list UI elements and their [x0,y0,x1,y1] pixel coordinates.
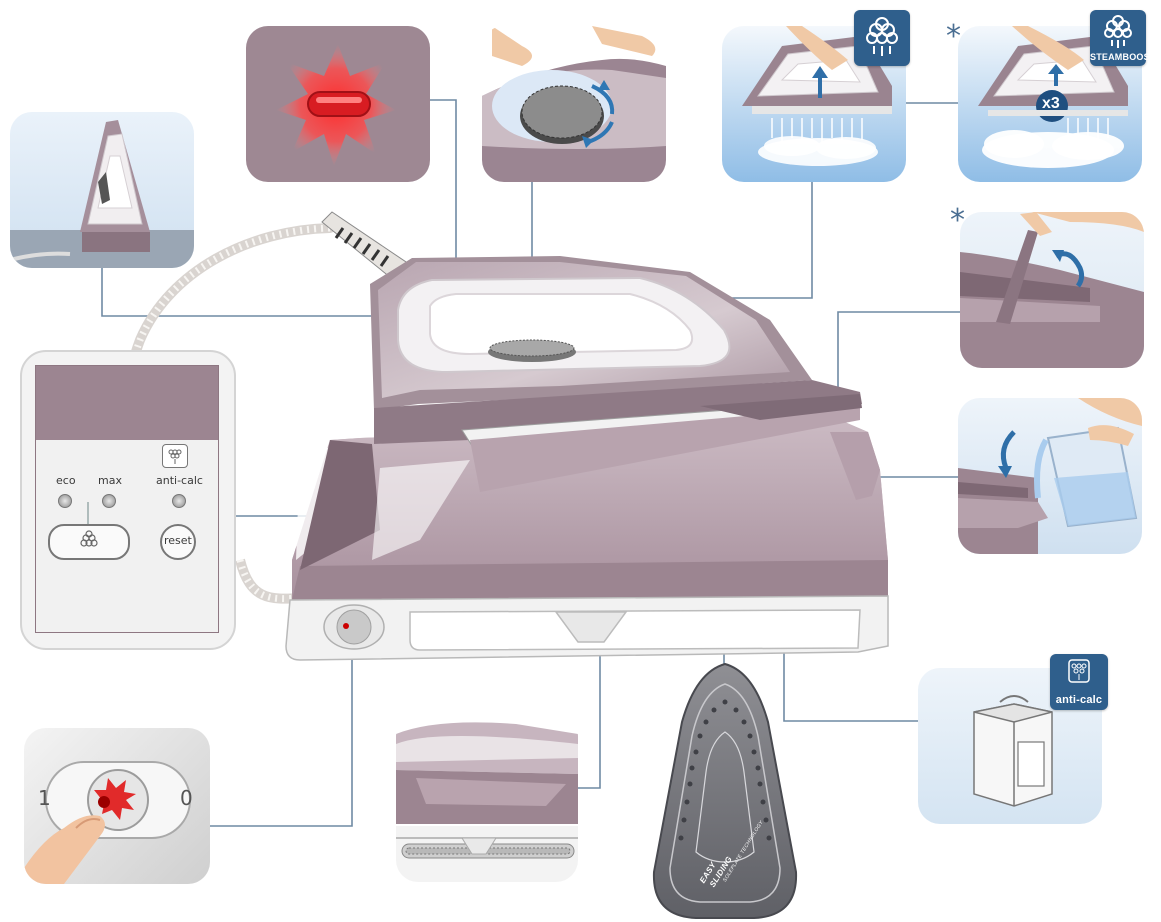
switch-on-label: 1 [38,786,51,810]
panel-steam-ready-light [246,26,430,182]
reset-label: reset [164,534,192,547]
leader-iron-rest [101,268,372,317]
panel-filling-cap [960,212,1144,368]
anti-calc-indicator [172,494,186,508]
anti-calc-badge-label: anti-calc [1055,694,1103,706]
power-switch-toggle[interactable] [88,770,148,830]
panel-filling-water [958,398,1142,554]
steamboost-badge-label: STEAMBOOST [1090,52,1156,62]
leader-switch [210,640,353,827]
eco-label: eco [56,474,76,487]
reset-button[interactable]: reset [160,524,196,560]
steamboost-badge: STEAMBOOST [1090,10,1156,66]
panel-anti-calc-cartridge [918,668,1102,824]
steamboost-cloud-icon [1104,15,1132,48]
soleplate-illustration [652,662,798,919]
steam-cloud-icon [866,17,898,56]
leader-light [430,99,457,330]
panel-cord-storage [396,714,578,882]
max-indicator [102,494,116,508]
switch-off-label: 0 [180,786,193,810]
steam-mode-button[interactable] [48,524,130,560]
steam-ready-indicator [307,91,371,117]
panel-power-switch: 1 0 [24,728,210,884]
max-label: max [98,474,122,487]
anti-calc-badge-icon [1068,659,1090,683]
panel-steam-dial [482,26,666,182]
eco-indicator [58,494,72,508]
steam-badge [854,10,910,66]
anti-calc-badge: anti-calc [1050,654,1108,710]
leader-cap [837,311,962,404]
anti-calc-label: anti-calc [156,474,203,487]
panel-iron-on-rest [10,112,194,268]
panel-steamboost [958,26,1142,182]
steam-mode-icon [80,530,98,547]
panel-steam-trigger [722,26,906,182]
anti-calc-icon [162,444,188,468]
steamboost-multiplier: x3 [1042,95,1060,112]
leader-cord-storage [578,620,601,789]
steamboost-asterisk: * [946,19,961,54]
control-panel: eco max anti-calc reset [20,350,236,650]
